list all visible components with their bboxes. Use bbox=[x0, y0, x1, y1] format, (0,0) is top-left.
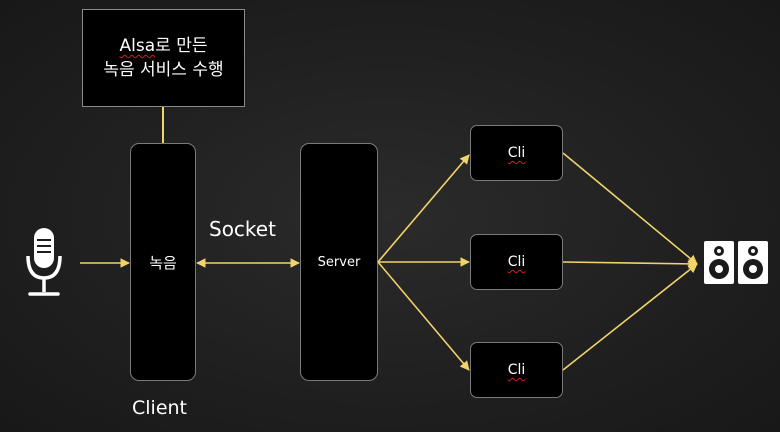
cli3-to-speaker-arrow bbox=[562, 263, 698, 371]
cli-box-1-label: Cli bbox=[507, 145, 526, 161]
speaker-left-icon bbox=[704, 241, 734, 284]
speaker-icon bbox=[704, 241, 768, 284]
client-box-label: 녹음 bbox=[149, 253, 177, 272]
client-box: 녹음 bbox=[130, 143, 196, 381]
client-label: Client bbox=[132, 397, 188, 419]
cli-box-2: Cli bbox=[470, 234, 563, 290]
server-to-cli1-arrow bbox=[377, 154, 470, 263]
socket-label: Socket bbox=[209, 217, 276, 241]
note-line-1: Alsa로 만든 bbox=[120, 34, 208, 58]
server-to-cli3-arrow bbox=[377, 261, 470, 371]
speaker-right-icon bbox=[738, 241, 768, 284]
alsa-note-box: Alsa로 만든 녹음 서비스 수행 bbox=[82, 9, 245, 107]
cli1-to-speaker-arrow bbox=[562, 152, 698, 265]
server-box: Server bbox=[300, 143, 378, 381]
cli2-to-speaker-arrow bbox=[562, 259, 698, 269]
microphone-icon bbox=[26, 228, 62, 296]
cli-box-1: Cli bbox=[470, 125, 563, 181]
note-line-1-prefix: Alsa bbox=[119, 36, 156, 56]
note-line-1-suffix: 로 만든 bbox=[155, 36, 208, 56]
cli-box-2-label: Cli bbox=[507, 254, 526, 270]
server-box-label: Server bbox=[317, 254, 361, 270]
cli-box-3-label: Cli bbox=[507, 362, 526, 378]
cli-box-3: Cli bbox=[470, 342, 563, 398]
note-line-2: 녹음 서비스 수행 bbox=[103, 60, 224, 80]
